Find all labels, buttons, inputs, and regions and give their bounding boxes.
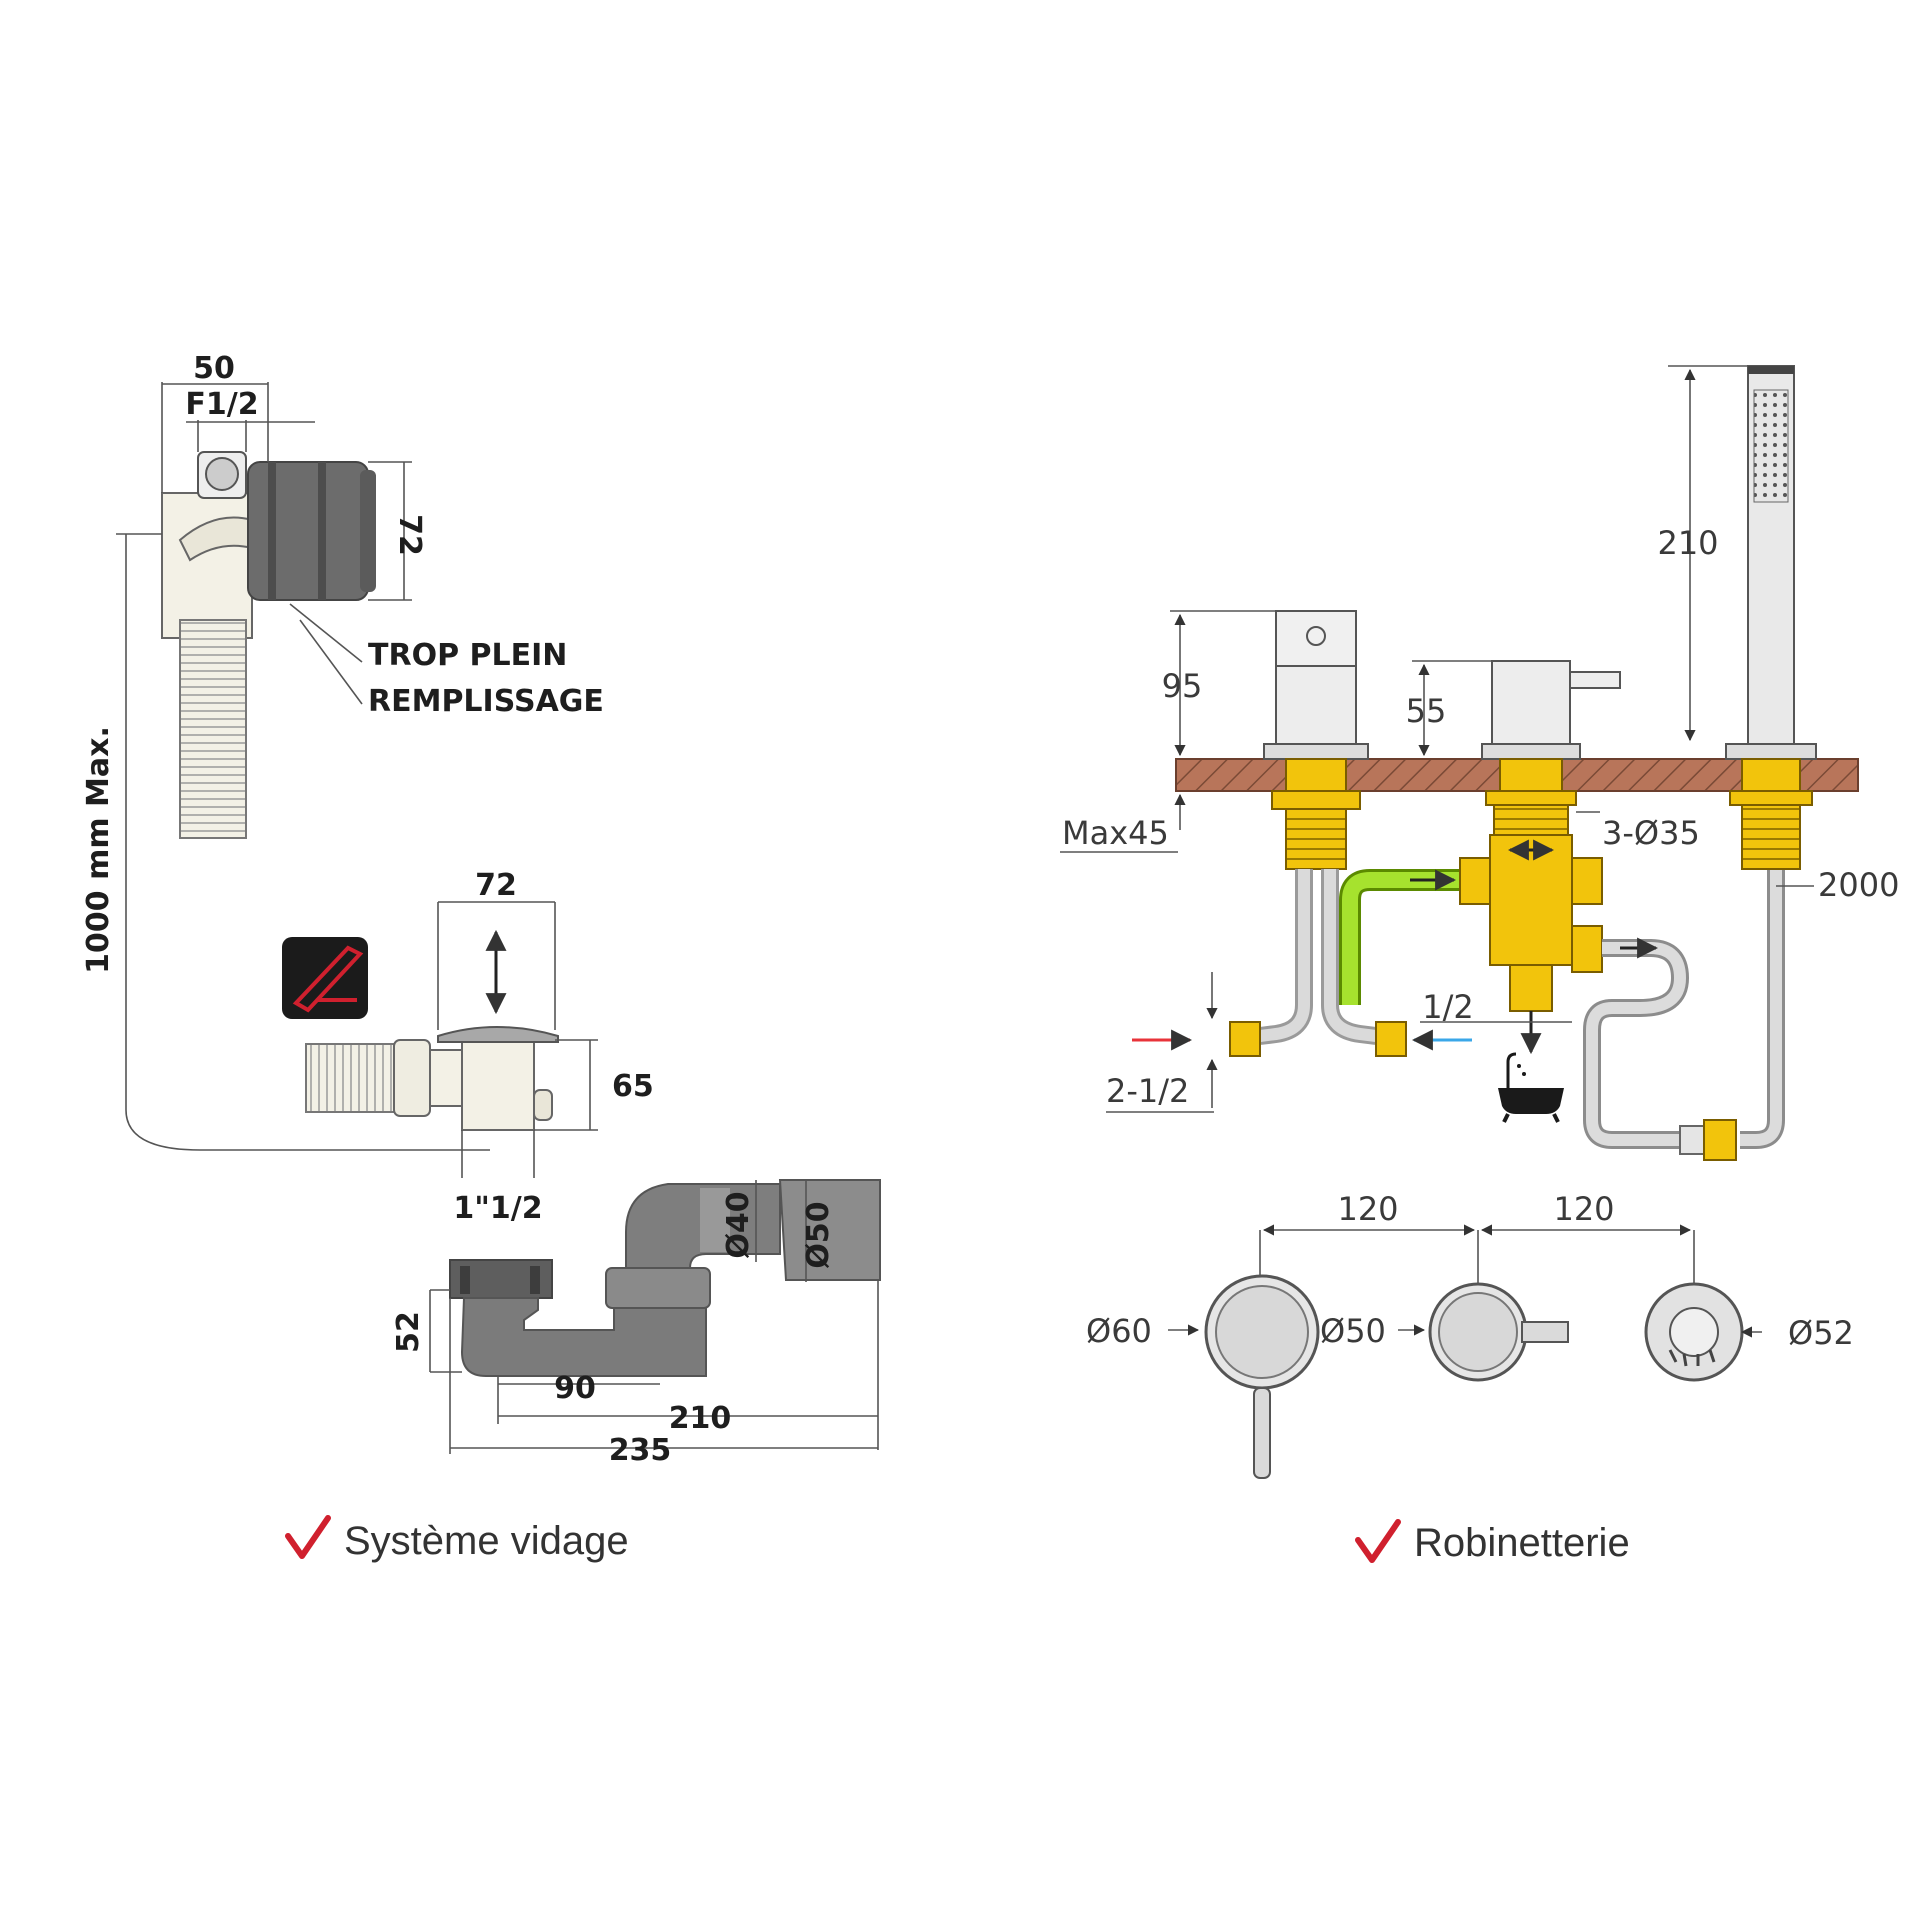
- overflow-label: TROP PLEIN: [368, 638, 567, 673]
- mixer: [1459, 660, 1621, 1012]
- holes-label: 3-Ø35: [1602, 814, 1700, 852]
- drain-system-caption: Système vidage: [344, 1519, 629, 1563]
- trap-90-label: 90: [554, 1371, 596, 1406]
- plan-handle: [1204, 1274, 1320, 1479]
- plan-shower: [1644, 1282, 1744, 1382]
- overflow-width-label: 50: [193, 351, 235, 386]
- max-height-label: 1000 mm Max.: [81, 726, 116, 974]
- waste-height-label: 65: [612, 1069, 654, 1104]
- pipe-d40-label: Ø40: [721, 1191, 756, 1258]
- taps-caption: Robinetterie: [1414, 1521, 1630, 1565]
- waste-thread-label: 1"1/2: [453, 1191, 542, 1226]
- overflow-height-label: 72: [392, 514, 427, 556]
- handle-valve: [1263, 610, 1369, 870]
- handle-height-label: 95: [1162, 667, 1203, 705]
- shower-height-label: 210: [1657, 524, 1718, 562]
- overflow-assembly: [161, 451, 376, 839]
- inlets-label: 2-1/2: [1106, 1072, 1189, 1110]
- outlet-label: 1/2: [1422, 988, 1474, 1026]
- filling-label: REMPLISSAGE: [368, 684, 604, 719]
- dia-60-label: Ø60: [1086, 1312, 1152, 1350]
- trap-height-label: 52: [391, 1311, 426, 1353]
- waste-width-label: 72: [475, 868, 517, 903]
- hose-length-label: 2000: [1818, 866, 1899, 904]
- drain-system: 50 F1/2 72 TROP PLEIN REMPLISSAGE 1000 m…: [81, 351, 881, 1563]
- siphon-trap: [449, 1179, 881, 1377]
- pipe-d50-label: Ø50: [801, 1201, 836, 1268]
- trap-235-label: 235: [609, 1433, 672, 1468]
- spacing-left-label: 120: [1337, 1190, 1398, 1228]
- max-deck-label: Max45: [1062, 814, 1169, 852]
- hand-shower: [1725, 365, 1817, 870]
- pop-up-icon: [282, 937, 368, 1019]
- plan-mixer: [1428, 1282, 1569, 1382]
- checkmark-icon: [285, 1515, 331, 1559]
- dia-50-label: Ø50: [1320, 1312, 1386, 1350]
- waste-valve: [305, 1026, 559, 1131]
- dia-52-label: Ø52: [1788, 1314, 1854, 1352]
- checkmark-icon: [1355, 1519, 1401, 1563]
- spacing-right-label: 120: [1553, 1190, 1614, 1228]
- mixer-height-label: 55: [1406, 692, 1447, 730]
- bathtub-icon: [1498, 1052, 1564, 1123]
- taps: 95 55 210 Max45 3-Ø35 2000 1/2 2-1/2 120…: [1060, 365, 1899, 1565]
- trap-210-label: 210: [669, 1401, 732, 1436]
- overflow-thread-label: F1/2: [185, 387, 258, 422]
